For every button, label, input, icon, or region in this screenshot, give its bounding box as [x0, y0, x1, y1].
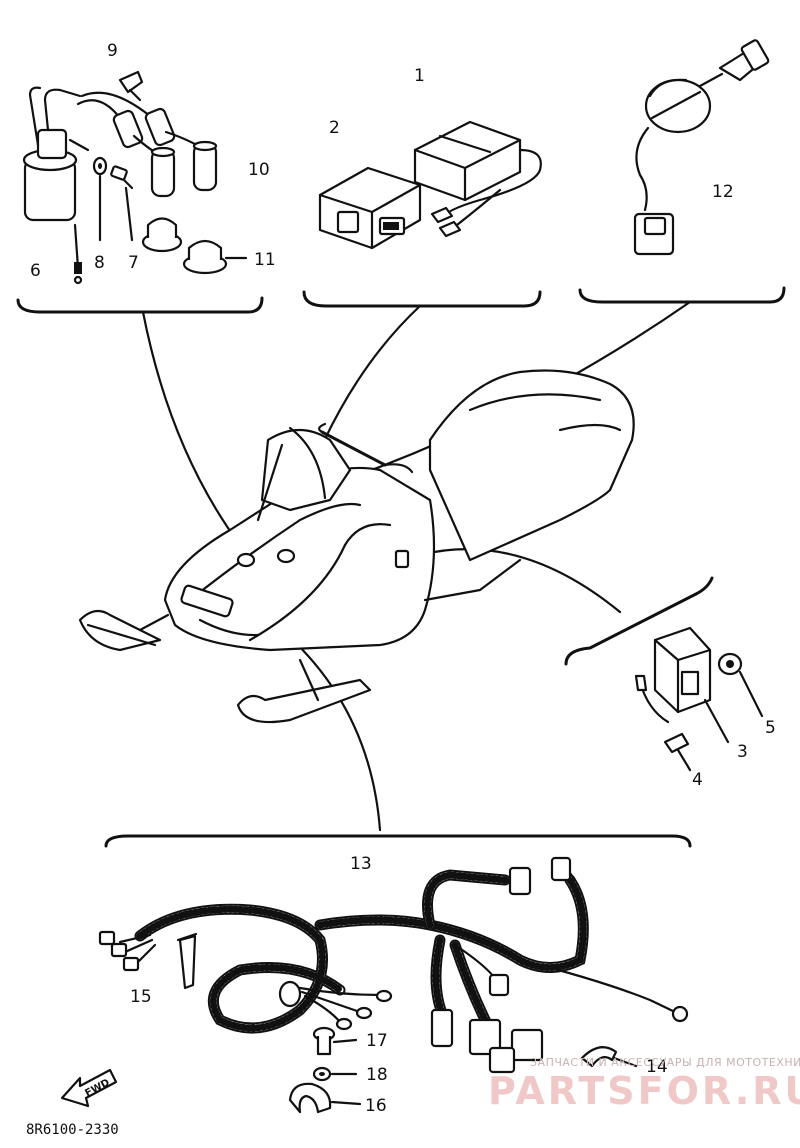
callout-8: 8	[94, 253, 105, 273]
grommet-parts	[141, 217, 248, 275]
callout-3: 3	[737, 742, 748, 762]
callout-13: 13	[350, 854, 372, 874]
clip-part	[118, 70, 144, 102]
callout-4: 4	[692, 770, 703, 790]
snowmobile-illustration	[78, 369, 635, 724]
callout-1: 1	[414, 66, 425, 86]
callout-17: 17	[366, 1031, 388, 1051]
callout-15: 15	[130, 987, 152, 1007]
group-brackets	[16, 286, 786, 848]
small-fastener-parts	[288, 1026, 638, 1114]
callout-5: 5	[765, 718, 776, 738]
callout-14: 14	[646, 1057, 668, 1077]
watermark-logo-text: PARTSFOR.RU	[488, 1069, 800, 1113]
regulator-fasteners	[663, 652, 764, 772]
regulator-part	[634, 626, 730, 744]
callout-2: 2	[329, 118, 340, 138]
plug-caps-part	[76, 91, 218, 198]
cable-tie-part	[176, 932, 198, 990]
wire-harness-part	[98, 856, 689, 1074]
cdi-bracket-part	[318, 166, 422, 250]
callout-12: 12	[712, 182, 734, 202]
callout-7: 7	[128, 253, 139, 273]
callout-16: 16	[365, 1096, 387, 1116]
callout-11: 11	[254, 250, 276, 270]
diagram-code: 8R6100-2330	[26, 1122, 119, 1138]
ignition-coil-part	[22, 86, 90, 285]
callout-9: 9	[107, 41, 118, 61]
forward-arrow: FWD	[60, 1068, 118, 1108]
callout-10: 10	[248, 160, 270, 180]
main-switch-part	[633, 39, 770, 256]
callout-6: 6	[30, 261, 41, 281]
watermark: ЗАПЧАСТИ И АКСЕССУАРЫ ДЛЯ МОТОТЕХНИКИ PA…	[488, 1056, 800, 1113]
cdi-unit-part	[413, 120, 542, 238]
nut-bolt-parts	[92, 156, 134, 242]
callout-numbers: 1 2 3 4 5 6 7 8 9 10 11 12 13 14 15 16 1…	[30, 41, 776, 1116]
watermark-tagline: ЗАПЧАСТИ И АКСЕССУАРЫ ДЛЯ МОТОТЕХНИКИ	[530, 1056, 800, 1069]
callout-18: 18	[366, 1065, 388, 1085]
